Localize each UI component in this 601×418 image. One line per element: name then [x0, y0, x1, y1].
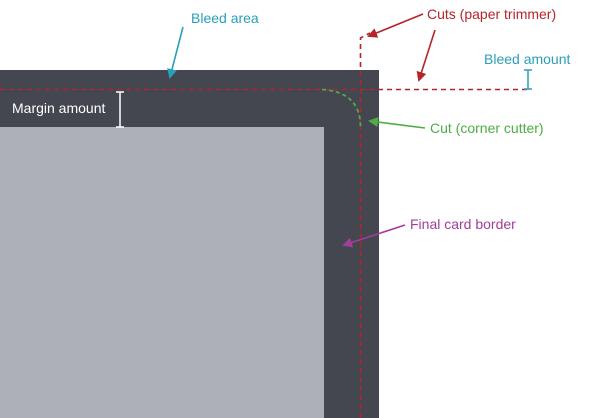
card-content-region: [0, 127, 324, 418]
margin-amount-label: Margin amount: [12, 100, 106, 116]
margin-amount-indicator: [116, 91, 124, 128]
corner-cut-arrow: [368, 117, 426, 129]
bleed-amount-indicator: [524, 69, 532, 90]
vertical-cut-line: [359, 32, 371, 418]
bleed-area-label: Bleed area: [191, 10, 259, 26]
cuts-arrow-vertical: [367, 13, 424, 38]
final-border-label: Final card border: [410, 216, 516, 232]
bleed-amount-label: Bleed amount: [484, 51, 571, 67]
corner-cut-curve: [321, 88, 362, 128]
cuts-label: Cuts (paper trimmer): [427, 6, 557, 22]
corner-cut-label: Cut (corner cutter): [430, 120, 544, 136]
final-border-arrow: [342, 224, 406, 248]
cuts-arrow-horizontal: [416, 29, 436, 82]
bleed-area-arrow: [167, 26, 184, 79]
